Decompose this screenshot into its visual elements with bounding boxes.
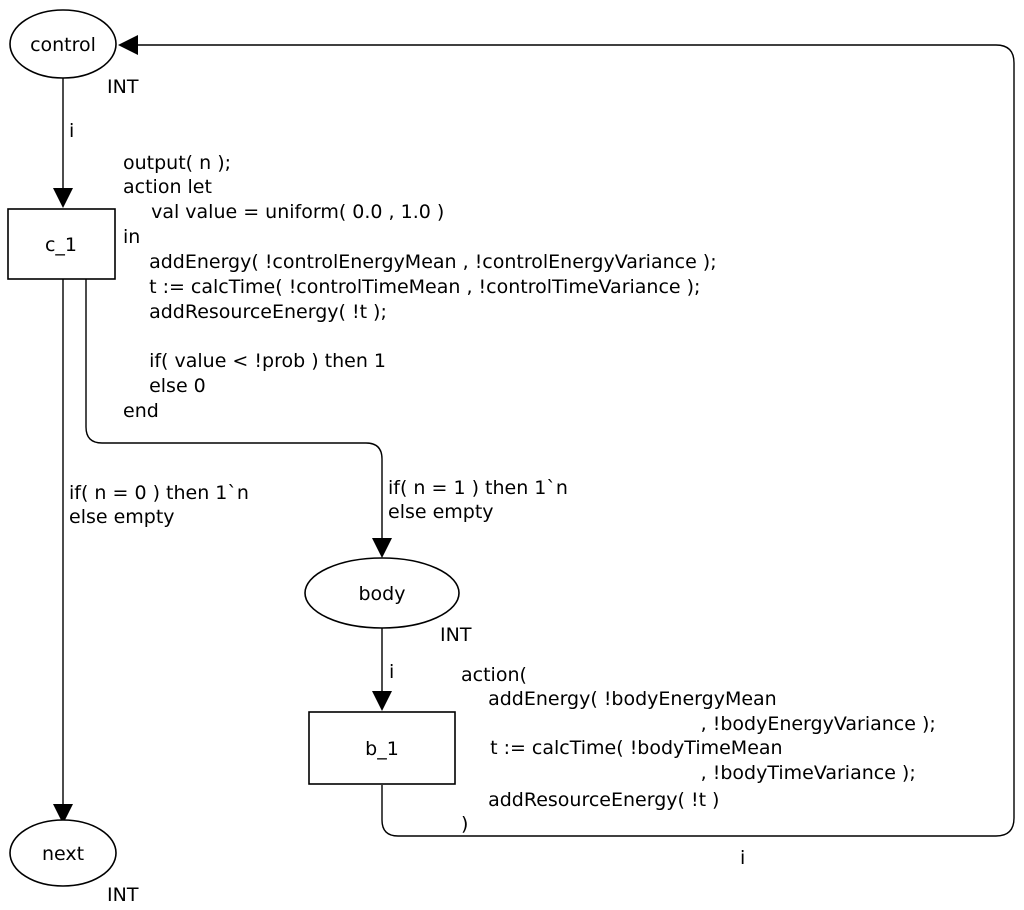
place-next-shape[interactable]	[9, 819, 117, 887]
c1-code-line: action let	[123, 176, 212, 198]
place-next-type: INT	[107, 884, 139, 906]
b1-code-line: , !bodyTimeVariance );	[604, 762, 916, 784]
arc-control-to-c1-label: i	[69, 120, 74, 142]
b1-code-line: t := calcTime( !bodyTimeMean	[478, 737, 783, 759]
place-control-type: INT	[107, 76, 139, 98]
transition-b1-label: b_1	[365, 738, 399, 760]
place-next-label: next	[42, 843, 84, 865]
c1-code-line: end	[123, 400, 159, 422]
place-control-shape[interactable]	[9, 9, 117, 79]
c1-code-line: addResourceEnergy( !t );	[137, 301, 387, 323]
arrowhead-next	[53, 804, 73, 824]
arc-c1-to-next-label-2: else empty	[69, 506, 175, 528]
arrowhead-b1	[372, 691, 392, 711]
arrowhead-body	[372, 538, 392, 558]
arcs	[53, 35, 1015, 837]
place-body-type: INT	[440, 624, 472, 646]
c1-code-line: in	[123, 226, 140, 248]
b1-code-line: action(	[461, 664, 527, 686]
transition-c1-code: output( n ); action let val value = unif…	[123, 152, 717, 422]
arc-c1-to-body-label-2: else empty	[388, 501, 494, 523]
transition-c1-label: c_1	[45, 234, 77, 256]
place-body[interactable]: body INT	[304, 557, 472, 646]
b1-code-line: , !bodyEnergyVariance );	[604, 713, 936, 735]
transition-b1[interactable]: b_1	[308, 711, 456, 785]
arc-c1-to-body	[85, 279, 383, 540]
transition-b1-code: action( addEnergy( !bodyEnergyMean , !bo…	[461, 664, 936, 835]
arc-inscriptions: i if( n = 0 ) then 1`n else empty if( n …	[69, 120, 745, 869]
b1-code-line: addResourceEnergy( !t )	[476, 789, 719, 811]
b1-code-line: addEnergy( !bodyEnergyMean	[476, 688, 777, 710]
c1-code-line: val value = uniform( 0.0 , 1.0 )	[139, 201, 444, 223]
place-control-label: control	[30, 34, 96, 56]
transition-c1[interactable]: c_1	[7, 208, 116, 280]
b1-code-line: )	[461, 813, 468, 835]
c1-code-line: else 0	[137, 375, 206, 397]
c1-code-line: addEnergy( !controlEnergyMean , !control…	[137, 251, 717, 273]
place-body-shape[interactable]	[304, 557, 460, 629]
transition-c1-box[interactable]	[7, 208, 116, 280]
arc-b1-to-control-label: i	[740, 847, 745, 869]
place-control[interactable]: control INT	[9, 9, 139, 98]
arc-c1-to-body-label-1: if( n = 1 ) then 1`n	[388, 477, 568, 499]
place-body-label: body	[359, 583, 406, 605]
arc-c1-to-next-label-1: if( n = 0 ) then 1`n	[69, 482, 249, 504]
c1-code-line: t := calcTime( !controlTimeMean , !contr…	[137, 276, 700, 298]
place-next[interactable]: next INT	[9, 819, 139, 906]
c1-code-line: output( n );	[123, 152, 231, 174]
transition-b1-box[interactable]	[308, 711, 456, 785]
arc-body-to-b1-label: i	[389, 661, 394, 683]
arc-b1-to-control	[136, 44, 1015, 837]
c1-code-line: if( value < !prob ) then 1	[137, 350, 386, 372]
arrowhead-c1	[53, 188, 73, 208]
arrowhead-control	[118, 35, 138, 55]
